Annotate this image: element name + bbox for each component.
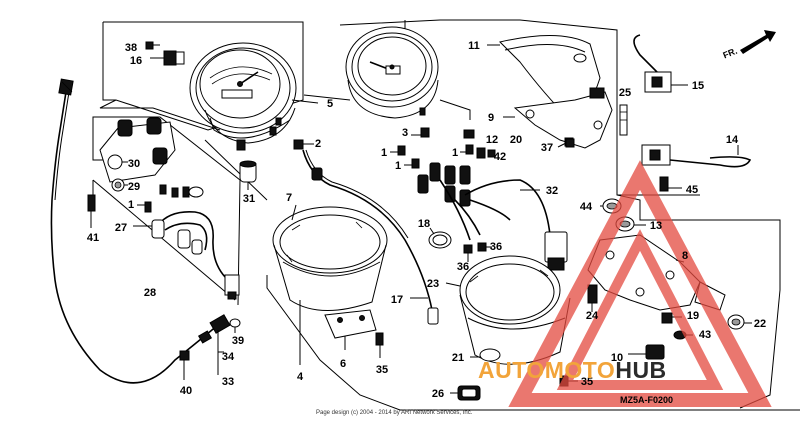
part-label-40: 40 (180, 385, 192, 397)
rubber-26 (450, 385, 481, 401)
part-label-34: 34 (222, 351, 235, 363)
part-label-24: 24 (586, 310, 599, 322)
part-label-44: 44 (580, 201, 593, 213)
part-label-15: 15 (692, 80, 704, 92)
part-label-14: 14 (726, 134, 739, 146)
bulbs-36 (463, 242, 492, 262)
part-label-35: 35 (376, 364, 388, 376)
part-label-37: 37 (541, 142, 553, 154)
part-label-9: 9 (488, 112, 494, 124)
part-label-27: 27 (115, 222, 127, 234)
wire-band-15 (633, 34, 688, 93)
part-label-18: 18 (418, 218, 430, 230)
meter-case-23 (445, 255, 571, 365)
part-label-32: 32 (546, 185, 558, 197)
part-label-41: 41 (87, 232, 99, 244)
indicator-bracket (99, 117, 204, 213)
part-label-3: 3 (402, 127, 408, 139)
meter-case-7 (272, 204, 388, 365)
assembly-boundary-lines (92, 19, 800, 411)
screw-41 (87, 194, 96, 228)
part-label-25: 25 (619, 87, 631, 99)
speedometer-cable (50, 78, 241, 384)
bulb-socket-2 (293, 139, 314, 150)
part-label-17: 17 (391, 294, 403, 306)
part-label-1: 1 (381, 147, 387, 159)
screw-45 (659, 176, 682, 192)
part-label-6: 6 (340, 358, 346, 370)
wire-harness-28 (133, 210, 240, 300)
front-direction-arrow: FR. (721, 30, 776, 60)
grommet-22 (727, 314, 752, 330)
part-label-35: 35 (581, 376, 593, 388)
part-label-42: 42 (494, 151, 506, 163)
part-label-29: 29 (128, 181, 140, 193)
part-label-1: 1 (452, 147, 458, 159)
rubber-cap-31 (239, 160, 257, 190)
part-label-7: 7 (286, 192, 292, 204)
diagram-code: MZ5A-F0200 (620, 395, 673, 405)
part-label-33: 33 (222, 376, 234, 388)
part-label-4: 4 (297, 371, 304, 383)
part-label-43: 43 (699, 329, 711, 341)
speedometer-gauge (189, 42, 297, 151)
watermark-triangle-logo (508, 160, 772, 407)
part-label-22: 22 (754, 318, 766, 330)
part-label-12: 12 (486, 134, 498, 146)
part-label-16: 16 (130, 55, 142, 67)
bolt-37 (557, 138, 575, 148)
part-label-45: 45 (686, 184, 698, 196)
part-label-26: 26 (432, 388, 444, 400)
part-label-8: 8 (682, 250, 688, 262)
copyright-notice: Page design (c) 2004 - 2014 by ARI Netwo… (316, 410, 473, 416)
part-label-30: 30 (128, 158, 140, 170)
clamp-18 (428, 227, 452, 249)
leader-5 (291, 99, 319, 104)
part-label-23: 23 (427, 278, 439, 290)
part-label-1: 1 (395, 160, 401, 172)
part-label-28: 28 (144, 287, 156, 299)
front-direction-label: FR. (721, 46, 738, 61)
part-label-2: 2 (315, 138, 321, 150)
part-label-39: 39 (232, 335, 244, 347)
center-wiring-32 (390, 127, 568, 271)
knob-16 (150, 50, 185, 66)
part-label-1: 1 (128, 199, 134, 211)
part-label-13: 13 (650, 220, 662, 232)
screw-38 (145, 41, 160, 50)
wire-band-14 (641, 144, 752, 168)
part-label-38: 38 (125, 42, 137, 54)
part-label-21: 21 (452, 352, 464, 364)
grommet-21 (470, 348, 501, 362)
clip-10 (628, 344, 665, 360)
part-label-5: 5 (327, 98, 333, 110)
part-label-10: 10 (611, 352, 623, 364)
tachometer-gauge (345, 26, 439, 119)
part-label-11: 11 (468, 40, 480, 52)
part-label-31: 31 (243, 193, 255, 205)
watermark-text-dark: HUB (615, 357, 666, 383)
part-label-20: 20 (510, 134, 522, 146)
part-label-36: 36 (457, 261, 469, 273)
part-label-36: 36 (490, 241, 502, 253)
watermark-text: AUTOMOTOHUB (478, 357, 667, 383)
bolt-24 (587, 284, 598, 312)
lead-wire-17 (302, 149, 439, 325)
part-label-19: 19 (687, 310, 699, 322)
watermark-text-orange: AUTOMOTO (478, 357, 615, 383)
clip-25 (619, 104, 628, 136)
